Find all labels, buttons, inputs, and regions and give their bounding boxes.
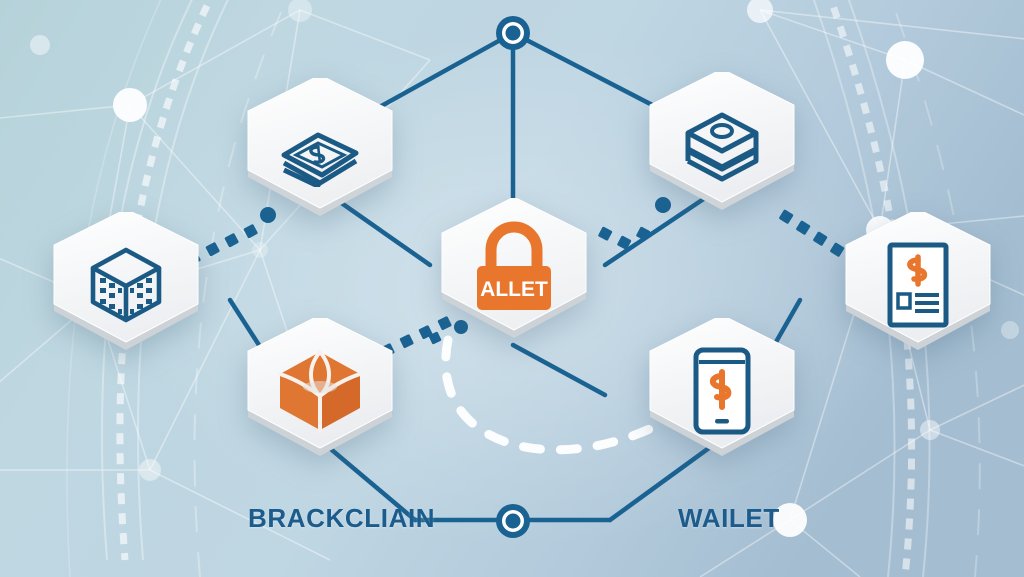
dotted-connectors (186, 197, 845, 358)
hex-node-invoice[interactable] (832, 212, 1004, 364)
building-block-icon (83, 242, 169, 328)
label-wallet: WAILET (678, 503, 780, 533)
padlock-label: ALLET (480, 278, 548, 301)
mobile-wallet-icon (689, 345, 755, 437)
hex-node-padlock-center[interactable]: ALLET (428, 198, 600, 350)
hex-node-mobile-wallet[interactable] (636, 318, 808, 470)
hexagon-shape (53, 212, 199, 350)
padlock-icon: ALLET (459, 220, 569, 324)
block-cube-icon (272, 346, 368, 436)
hexagon-shape (649, 72, 795, 210)
banknote-stack-icon (274, 115, 366, 187)
hex-node-block-cube[interactable] (234, 318, 406, 470)
label-blockchain: BRACKCLIAIN (248, 503, 436, 533)
network-node-icon (496, 504, 530, 538)
cash-bundle-icon (676, 105, 768, 185)
hex-node-cash-bundle[interactable] (636, 72, 808, 224)
invoice-document-icon (882, 240, 954, 330)
network-node-icon (496, 16, 530, 50)
hex-node-building[interactable] (40, 212, 212, 364)
hex-node-banknotes[interactable] (234, 78, 406, 230)
